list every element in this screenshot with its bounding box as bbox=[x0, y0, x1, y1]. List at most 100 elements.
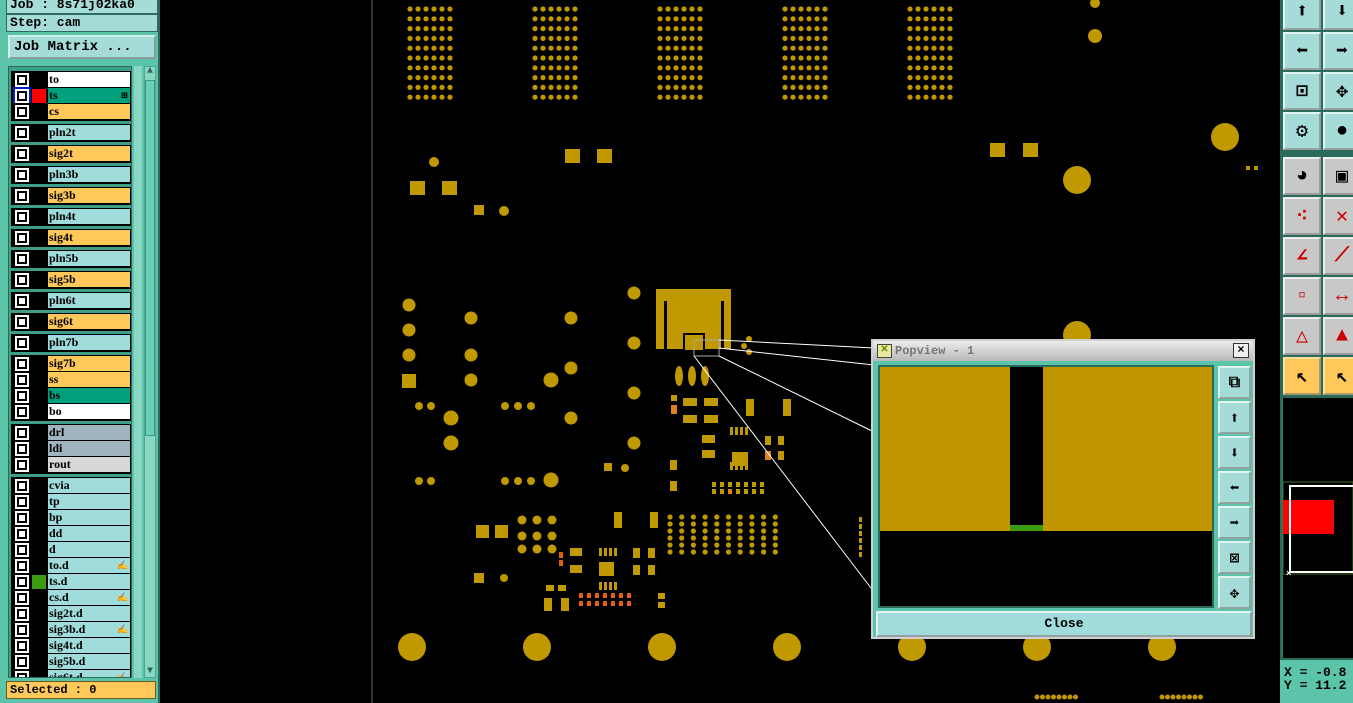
layer-name[interactable]: sig6t bbox=[48, 314, 130, 329]
layer-color-swatch[interactable] bbox=[32, 527, 46, 541]
layer-checkbox[interactable] bbox=[13, 208, 31, 226]
layer-color-swatch[interactable] bbox=[32, 168, 46, 182]
layer-name[interactable]: dd bbox=[48, 526, 130, 541]
layer-row-to-d[interactable]: to.d✍ bbox=[13, 557, 131, 575]
layer-row-ts-d[interactable]: ts.d bbox=[13, 573, 131, 591]
layer-checkbox[interactable] bbox=[13, 525, 31, 543]
layer-name[interactable]: pln6t bbox=[48, 293, 130, 308]
layer-checkbox[interactable] bbox=[13, 669, 31, 677]
layer-checkbox[interactable] bbox=[13, 355, 31, 373]
layer-checkbox[interactable] bbox=[13, 71, 31, 89]
fit-zoom-button[interactable]: ⊡ bbox=[1283, 72, 1321, 110]
layer-checkbox[interactable] bbox=[13, 387, 31, 405]
layer-color-swatch[interactable] bbox=[32, 73, 46, 87]
layer-checkbox[interactable] bbox=[13, 637, 31, 655]
scrollbar-thumb[interactable] bbox=[145, 80, 155, 436]
pan-up-button[interactable]: ⬆ bbox=[1218, 401, 1251, 434]
tools-palette-button[interactable]: ⚙ bbox=[1283, 112, 1321, 150]
layer-row-pln6t[interactable]: pln6t bbox=[13, 292, 131, 310]
layer-name[interactable]: pln7b bbox=[48, 335, 130, 350]
layer-checkbox[interactable] bbox=[13, 605, 31, 623]
layer-checkbox[interactable] bbox=[13, 124, 31, 142]
layer-row-pln5b[interactable]: pln5b bbox=[13, 250, 131, 268]
layer-checkbox[interactable] bbox=[13, 313, 31, 331]
layer-name[interactable]: pln2t bbox=[48, 125, 130, 140]
measure-arc-button[interactable]: ▲ bbox=[1323, 317, 1353, 355]
snap-grid-button[interactable]: ● bbox=[1323, 112, 1353, 150]
layer-color-swatch[interactable] bbox=[32, 575, 46, 589]
layer-row-sig4t-d[interactable]: sig4t.d bbox=[13, 637, 131, 655]
layer-row-to[interactable]: to bbox=[13, 71, 131, 89]
popview-titlebar[interactable]: ✕ Popview - 1 × bbox=[873, 341, 1253, 361]
close-button[interactable]: Close bbox=[876, 611, 1252, 637]
layer-color-swatch[interactable] bbox=[32, 623, 46, 637]
layer-color-swatch[interactable] bbox=[32, 336, 46, 350]
layer-row-sig3b-d[interactable]: sig3b.d✍ bbox=[13, 621, 131, 639]
layer-color-swatch[interactable] bbox=[32, 442, 46, 456]
layer-color-swatch[interactable] bbox=[32, 89, 46, 103]
layer-checkbox[interactable] bbox=[13, 271, 31, 289]
layer-row-pln7b[interactable]: pln7b bbox=[13, 334, 131, 352]
layer-row-rout[interactable]: rout bbox=[13, 456, 131, 474]
layer-row-sig6t-d[interactable]: sig6t.d✍ bbox=[13, 669, 131, 677]
layer-checkbox[interactable] bbox=[13, 541, 31, 559]
popview-canvas[interactable] bbox=[878, 365, 1214, 608]
layer-color-swatch[interactable] bbox=[32, 315, 46, 329]
overview-map[interactable]: × bbox=[1282, 398, 1353, 658]
layer-color-swatch[interactable] bbox=[32, 671, 46, 677]
layer-color-swatch[interactable] bbox=[32, 126, 46, 140]
layer-checkbox[interactable] bbox=[13, 87, 31, 105]
layer-name[interactable]: d bbox=[48, 542, 130, 557]
layer-checkbox[interactable] bbox=[13, 103, 31, 121]
close-icon[interactable]: × bbox=[1233, 343, 1249, 358]
layer-name[interactable]: bo bbox=[48, 404, 130, 419]
layer-row-pln2t[interactable]: pln2t bbox=[13, 124, 131, 142]
layer-color-swatch[interactable] bbox=[32, 189, 46, 203]
measure-mid-button[interactable]: ↔ bbox=[1323, 277, 1353, 315]
layer-name[interactable]: sig6t.d✍ bbox=[48, 670, 130, 677]
zoom-out-button[interactable]: ✥ bbox=[1218, 576, 1251, 609]
layer-name[interactable]: ss bbox=[48, 372, 130, 387]
zoom-in-button[interactable]: ⊠ bbox=[1218, 541, 1251, 574]
pointer-button[interactable]: ↖ bbox=[1283, 357, 1321, 395]
layer-row-sig4t[interactable]: sig4t bbox=[13, 229, 131, 247]
pan-right-button[interactable]: ➡ bbox=[1218, 506, 1251, 539]
layer-name[interactable]: rout bbox=[48, 457, 130, 472]
layer-color-swatch[interactable] bbox=[32, 543, 46, 557]
layer-name[interactable]: cs bbox=[48, 104, 130, 119]
measure-pad-button[interactable]: ▫ bbox=[1283, 277, 1321, 315]
connect-pads-button[interactable]: ⁖ bbox=[1283, 197, 1321, 235]
layer-name[interactable]: sig2t.d bbox=[48, 606, 130, 621]
cross-button[interactable]: ✕ bbox=[1323, 197, 1353, 235]
measure-angle-button[interactable]: ∠ bbox=[1283, 237, 1321, 275]
layer-name[interactable]: sig4t bbox=[48, 230, 130, 245]
move-down-button[interactable]: ⬇ bbox=[1323, 0, 1353, 30]
pan-left-button[interactable]: ⬅ bbox=[1218, 471, 1251, 504]
move-up-button[interactable]: ⬆ bbox=[1283, 0, 1321, 30]
layer-row-cs-d[interactable]: cs.d✍ bbox=[13, 589, 131, 607]
scroll-up-icon[interactable]: ▲ bbox=[146, 66, 153, 77]
layer-name[interactable]: ts⊞ bbox=[48, 88, 130, 103]
layer-name[interactable]: pln4t bbox=[48, 209, 130, 224]
layer-checkbox[interactable] bbox=[13, 509, 31, 527]
layer-checkbox[interactable] bbox=[13, 424, 31, 442]
layer-checkbox[interactable] bbox=[13, 557, 31, 575]
layer-row-sig2t[interactable]: sig2t bbox=[13, 145, 131, 163]
layer-color-swatch[interactable] bbox=[32, 511, 46, 525]
scroll-down-icon[interactable]: ▼ bbox=[146, 666, 153, 677]
layer-name[interactable]: sig5b bbox=[48, 272, 130, 287]
layer-checkbox[interactable] bbox=[13, 589, 31, 607]
layer-checkbox[interactable] bbox=[13, 477, 31, 495]
select-feature-button[interactable]: ◕ bbox=[1283, 157, 1321, 195]
layer-color-swatch[interactable] bbox=[32, 231, 46, 245]
layer-row-sig6t[interactable]: sig6t bbox=[13, 313, 131, 331]
layer-name[interactable]: tp bbox=[48, 494, 130, 509]
layer-row-d[interactable]: d bbox=[13, 541, 131, 559]
layer-name[interactable]: ts.d bbox=[48, 574, 130, 589]
pan-down-button[interactable]: ⬇ bbox=[1218, 436, 1251, 469]
layer-color-swatch[interactable] bbox=[32, 294, 46, 308]
layer-name[interactable]: sig3b.d✍ bbox=[48, 622, 130, 637]
layer-color-swatch[interactable] bbox=[32, 655, 46, 669]
layer-row-bo[interactable]: bo bbox=[13, 403, 131, 421]
layer-name[interactable]: bs bbox=[48, 388, 130, 403]
